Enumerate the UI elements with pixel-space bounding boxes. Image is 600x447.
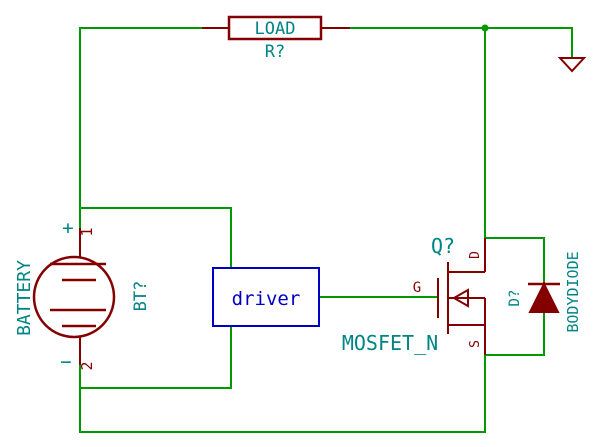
mosfet-gate-label: G (413, 280, 421, 296)
resistor-load[interactable]: LOAD R? (202, 15, 350, 62)
battery-ref: BT? (131, 281, 151, 312)
wire-source-diode (484, 312, 545, 356)
mosfet[interactable]: Q? MOSFET_N G D S (342, 234, 486, 355)
wire-source-bottom (79, 354, 486, 433)
mosfet-arrow (451, 288, 469, 308)
wire-top-left (79, 27, 230, 229)
wires (79, 27, 573, 433)
wire-battery-plus-driver (79, 207, 232, 269)
battery-value: BATTERY (14, 260, 35, 336)
battery-circle (32, 255, 116, 339)
driver-box (212, 267, 320, 327)
resistor-ref: R? (265, 42, 285, 62)
wire-ground (484, 27, 573, 59)
diode-triangle (528, 281, 560, 313)
battery-plus-sign: + (62, 217, 73, 239)
body-diode[interactable]: D? BODYDIODE (507, 251, 582, 332)
driver-block[interactable]: driver (212, 267, 320, 327)
battery-pin1-number: 1 (78, 227, 96, 236)
ground-symbol (557, 57, 587, 73)
driver-label: driver (232, 288, 301, 310)
mosfet-source-label: S (468, 340, 483, 348)
mosfet-ref: Q? (431, 234, 455, 258)
wire-battery-minus-driver (79, 325, 232, 389)
mosfet-value: MOSFET_N (342, 331, 438, 355)
resistor-value: LOAD (255, 19, 296, 39)
junction-dot (481, 24, 489, 32)
wire-drain-diode (484, 237, 545, 283)
diode-ref: D? (507, 290, 523, 307)
battery-pin2-number: 2 (78, 361, 96, 370)
battery-minus-sign: − (60, 351, 71, 373)
diode-value: BODYDIODE (564, 251, 582, 332)
battery[interactable]: 1 2 + − BATTERY BT? (14, 217, 151, 373)
resistor-body (227, 15, 323, 41)
mosfet-drain-label: D (468, 251, 483, 259)
